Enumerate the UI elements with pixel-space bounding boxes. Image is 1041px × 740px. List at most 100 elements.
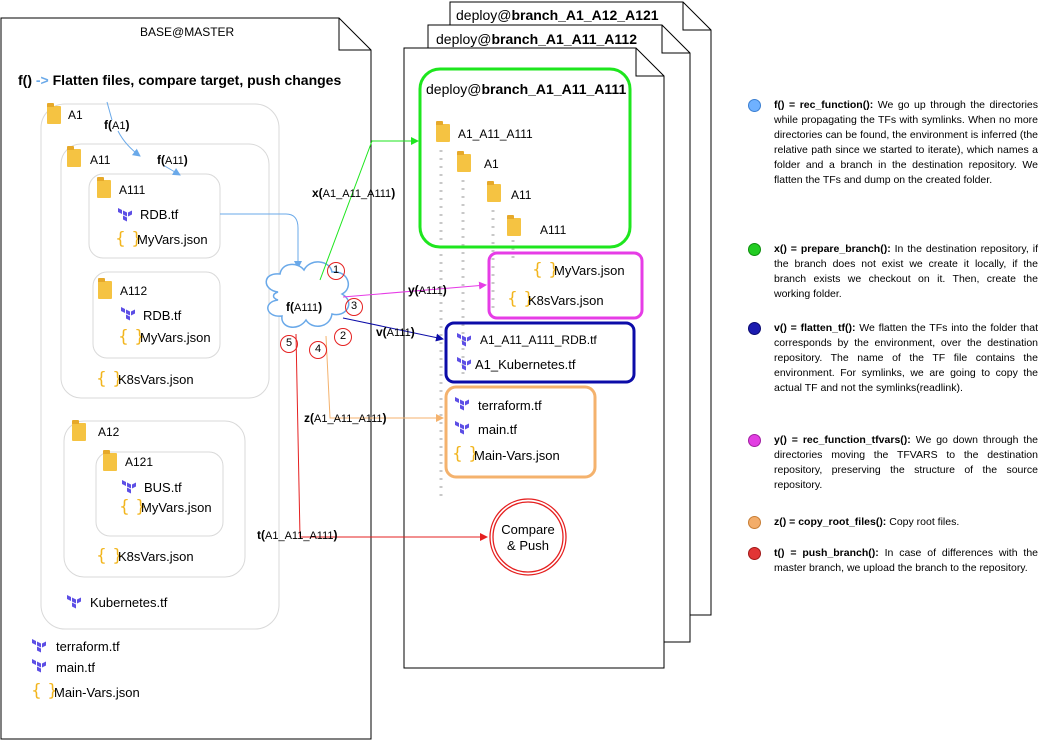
k8svars-label: K8sVars.json xyxy=(118,372,194,387)
legend-dot-f xyxy=(748,99,761,112)
legend-t: t() = push_branch(): In case of differen… xyxy=(774,546,1038,576)
fn-close: ) xyxy=(333,528,338,542)
x-call-label: x(A1_A11_A111) xyxy=(312,186,395,200)
legend-title: y() = rec_function_tfvars(): xyxy=(774,434,911,446)
folder-icon xyxy=(103,450,117,471)
legend-desc: We go up through the directories while p… xyxy=(774,99,1038,186)
compare-push-circle xyxy=(489,498,567,576)
deploy-a1-label: A1 xyxy=(484,157,499,171)
legend-desc: Copy root files. xyxy=(889,516,960,528)
json-icon: { } xyxy=(96,369,124,389)
bus-tf-label: BUS.tf xyxy=(144,480,182,495)
legend-dot-t xyxy=(748,547,761,560)
myvars-label: MyVars.json xyxy=(140,330,211,345)
fn-arg: A1_A11_A111 xyxy=(314,413,383,425)
base-heading: f() -> Flatten files, compare target, pu… xyxy=(18,72,341,88)
fn-arg: A11 xyxy=(165,155,184,167)
terraform-icon xyxy=(455,397,469,411)
json-icon: { } xyxy=(115,229,143,249)
fn-name: v( xyxy=(376,325,387,339)
fn-name: t( xyxy=(257,528,265,542)
fn-close: ) xyxy=(391,186,396,200)
json-icon: { } xyxy=(532,260,560,280)
json-icon: { } xyxy=(452,444,480,464)
terraform-icon xyxy=(457,333,471,347)
folder-icon xyxy=(97,177,111,198)
box-a111 xyxy=(88,173,221,259)
deploy-kubernetes-label: A1_Kubernetes.tf xyxy=(475,357,576,372)
terraform-icon xyxy=(455,421,469,435)
folder-a121-label: A121 xyxy=(125,455,154,469)
fn-close: ) xyxy=(183,153,188,167)
deploy-main-label: main.tf xyxy=(478,422,518,437)
v-call-label: v(A111) xyxy=(376,325,415,339)
fn-name: z( xyxy=(304,411,314,425)
fn-name: f( xyxy=(286,300,294,314)
legend-title: x() = prepare_branch(): xyxy=(774,243,891,255)
myvars-label: MyVars.json xyxy=(141,500,212,515)
magenta-tfvars-box xyxy=(487,251,644,320)
f-a1-label: f(A1) xyxy=(104,118,129,132)
step-3-badge: 3 xyxy=(345,298,363,316)
json-icon: { } xyxy=(118,327,146,347)
folder-a112-label: A112 xyxy=(120,284,148,298)
legend-title: f() = rec_function(): xyxy=(774,99,874,111)
legend-title: t() = push_branch(): xyxy=(774,547,879,559)
fn-name: y( xyxy=(408,283,419,297)
legend-desc: We go down through the directories movin… xyxy=(774,434,1038,491)
title-branch: branch_A1_A11_A111 xyxy=(481,81,627,97)
k8svars-label: K8sVars.json xyxy=(118,549,194,564)
push-line: & Push xyxy=(507,538,549,553)
json-icon: { } xyxy=(119,497,147,517)
title-branch: branch_A1_A12_A121 xyxy=(511,7,659,23)
deploy-terraform-label: terraform.tf xyxy=(478,398,542,413)
orange-root-box xyxy=(444,385,597,479)
f-a11-label: f(A11) xyxy=(157,153,188,167)
deploy-back-title: deploy@branch_A1_A12_A121 xyxy=(456,7,659,23)
terraform-icon xyxy=(32,659,46,673)
myvars-label: MyVars.json xyxy=(137,232,208,247)
deploy-mid-title: deploy@branch_A1_A11_A112 xyxy=(436,31,637,47)
folder-a11-label: A11 xyxy=(90,153,111,167)
heading-text: Flatten files, compare target, push chan… xyxy=(52,72,342,88)
legend-title: v() = flatten_tf(): xyxy=(774,322,856,334)
step-5-badge: 5 xyxy=(280,335,298,353)
legend-desc: In case of differences with the master b… xyxy=(774,547,1038,574)
legend-desc: In the destination repository, if the br… xyxy=(774,243,1038,300)
heading-fn: f() xyxy=(18,72,32,88)
json-icon: { } xyxy=(507,289,535,309)
folder-icon xyxy=(47,103,61,124)
deploy-k8svars-label: K8sVars.json xyxy=(528,293,604,308)
legend-desc: We flatten the TFs into the folder that … xyxy=(774,322,1038,394)
deploy-a11-label: A11 xyxy=(511,188,532,202)
green-branch-box xyxy=(418,67,632,249)
fn-close: ) xyxy=(318,300,323,314)
title-prefix: deploy@ xyxy=(436,31,492,47)
step-4-badge: 4 xyxy=(309,341,327,359)
fn-arg: A111 xyxy=(418,285,443,297)
fn-close: ) xyxy=(125,118,130,132)
deploy-doc-front xyxy=(403,47,665,669)
folder-icon xyxy=(436,121,450,142)
box-a121 xyxy=(95,451,224,537)
legend-z: z() = copy_root_files(): Copy root files… xyxy=(774,515,1038,530)
deploy-a111-label: A111 xyxy=(540,223,567,237)
t-call-label: t(A1_A11_A111) xyxy=(257,528,338,542)
fn-close: ) xyxy=(442,283,447,297)
terraform-icon xyxy=(457,357,471,371)
fn-arg: A111 xyxy=(386,327,411,339)
legend-f: f() = rec_function(): We go up through t… xyxy=(774,98,1038,188)
legend-dot-z xyxy=(748,516,761,529)
folder-a111-label: A111 xyxy=(119,183,146,197)
kubernetes-tf-label: Kubernetes.tf xyxy=(90,595,168,610)
folder-icon xyxy=(67,146,81,167)
deploy-folder-label: A1_A11_A111 xyxy=(458,127,533,141)
step-2-badge: 2 xyxy=(334,328,352,346)
title-branch: branch_A1_A11_A112 xyxy=(491,31,638,47)
heading-arrow: -> xyxy=(35,72,49,88)
navy-tf-box xyxy=(444,321,636,384)
terraform-icon xyxy=(122,480,136,494)
deploy-myvars-label: MyVars.json xyxy=(554,263,625,278)
base-title: BASE@MASTER xyxy=(140,25,235,39)
